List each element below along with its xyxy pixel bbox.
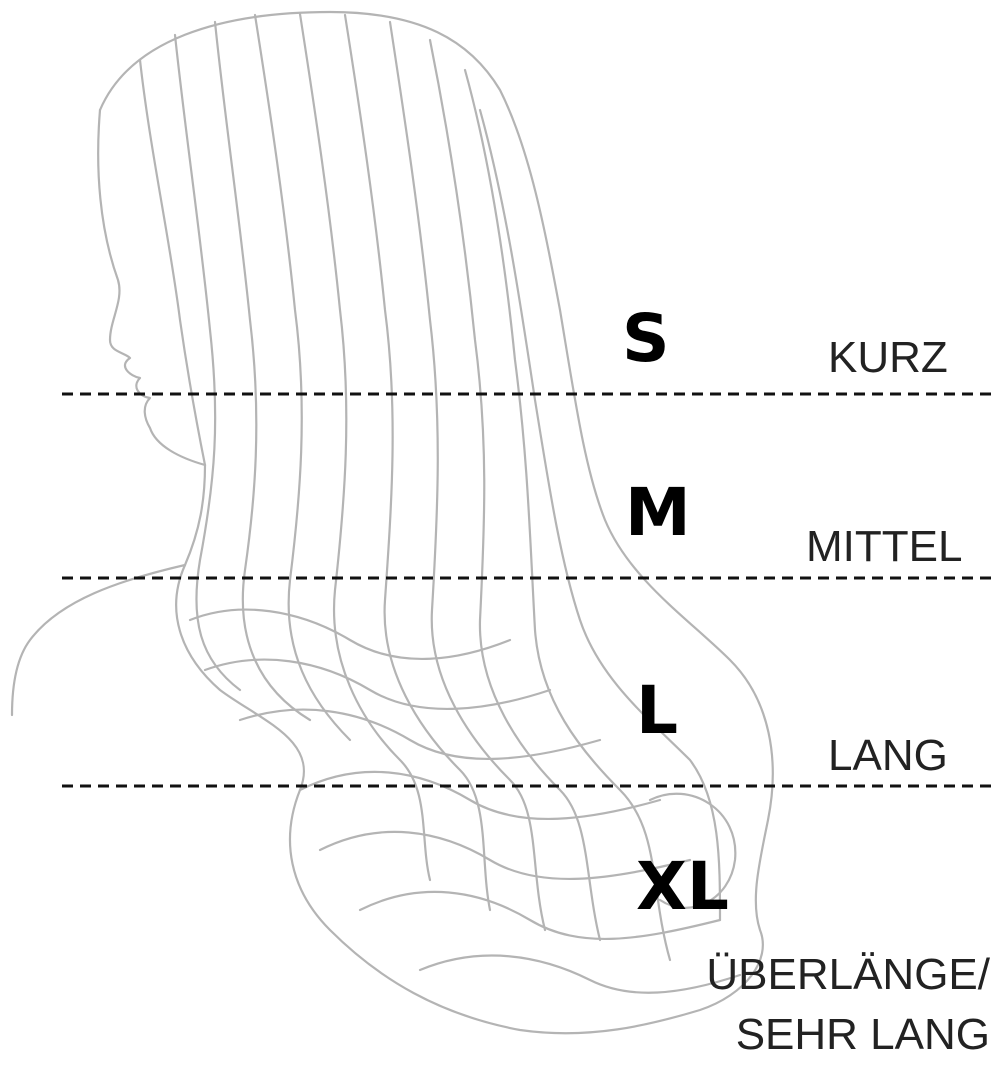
neck-shoulder [10,563,187,717]
size-code-xl: XL [636,848,729,925]
hair-wave [358,890,722,941]
hair-strand [138,58,207,467]
hair-wave [418,954,742,994]
length-label-mittel: MITTEL [806,522,963,571]
hair-strand [213,20,312,722]
hair-wave [238,708,602,761]
woman-profile-outline [10,10,774,1035]
hair-wave [298,770,662,821]
hair-strand [343,13,492,912]
length-label-lang: LANG [828,731,948,780]
hair-strand [428,38,602,942]
length-label-xl: ÜBERLÄNGE/ SEHR LANG [680,945,990,1065]
hair-wave [188,608,512,660]
size-code-s: S [622,300,670,377]
hair-wave [203,658,552,710]
hair-strand [463,68,672,962]
length-label-kurz: KURZ [828,333,948,382]
hair-silhouette [98,10,774,1035]
face-profile [97,108,207,467]
hair-curl [648,792,737,909]
size-code-m: M [625,474,691,551]
length-label-ueberlaenge: ÜBERLÄNGE/ [706,950,990,999]
size-code-l: L [636,672,679,749]
hair-strand [478,108,722,922]
hair-strand [253,13,352,742]
length-dividers [62,392,996,788]
length-label-sehr-lang: SEHR LANG [735,1010,990,1059]
hair-wave [318,830,692,881]
hair-strand [173,33,242,692]
hair-strand [298,12,432,882]
hair-strand [388,20,547,932]
